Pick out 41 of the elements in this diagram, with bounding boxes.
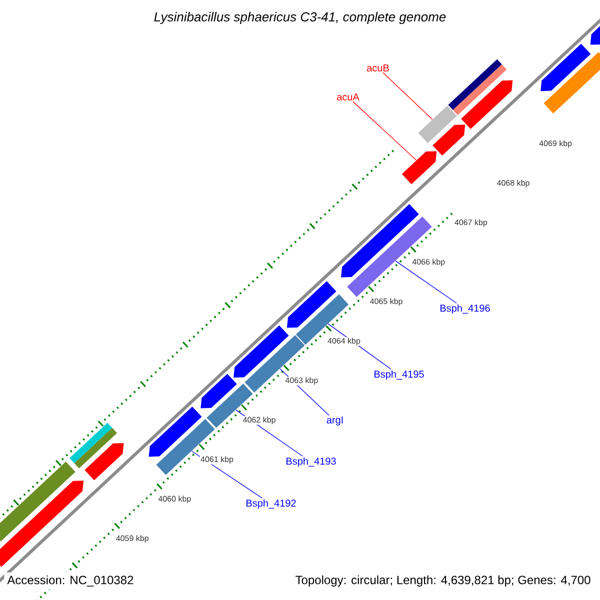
gene-label: acuA <box>337 94 360 100</box>
tick-label: 4069 kbp <box>538 140 573 148</box>
genome-info: Topology: circular; Length: 4,639,821 bp; Genes: 4,700 <box>296 575 590 587</box>
tick-label: 4063 kbp <box>284 376 319 386</box>
gene-label: acuB <box>367 64 389 72</box>
title: Lysinibacillus sphaericus C3-41, complete genome <box>154 12 446 24</box>
gene-feature <box>461 80 513 130</box>
tick-label: 4065 kbp <box>369 298 404 306</box>
leader-line <box>395 260 457 304</box>
gene-feature <box>148 406 202 457</box>
gene-bar <box>347 216 432 297</box>
gene-bar <box>544 52 600 114</box>
gene-feature <box>402 151 437 184</box>
gene-label: Bsph_4192 <box>246 499 296 509</box>
gene-label: argI <box>326 416 343 426</box>
leader-line <box>382 72 433 120</box>
gene-feature <box>0 480 84 567</box>
gene-label: Bsph_4196 <box>440 304 490 314</box>
tick-label: 4068 kbp <box>496 179 530 188</box>
leader-line <box>352 101 417 161</box>
tick-label: 4066 kbp <box>412 258 446 267</box>
gene-feature <box>234 325 289 378</box>
gene-feature <box>540 44 591 92</box>
accession-label: Accession: NC_010382 <box>4 572 137 590</box>
gene-bar <box>0 462 76 542</box>
gene-bar <box>244 335 305 392</box>
tick-label: 4062 kbp <box>242 416 276 425</box>
tick-label: 4064 kbp <box>326 337 362 346</box>
gene-feature <box>590 25 600 45</box>
gene-feature <box>432 124 466 156</box>
gene-feature <box>200 374 237 408</box>
tick-label: 4067 kbp <box>454 218 488 228</box>
gene-bar <box>418 106 457 144</box>
tick-label: 4059 kbp <box>115 534 150 544</box>
gene-feature <box>286 281 336 328</box>
gene-bar <box>296 294 349 345</box>
tick-label: 4061 kbp <box>200 456 234 464</box>
gene-label: Bsph_4193 <box>286 457 336 467</box>
gene-feature <box>84 443 124 480</box>
gene-label: Bsph_4195 <box>374 370 424 380</box>
tick-label: 4060 kbp <box>158 495 192 504</box>
